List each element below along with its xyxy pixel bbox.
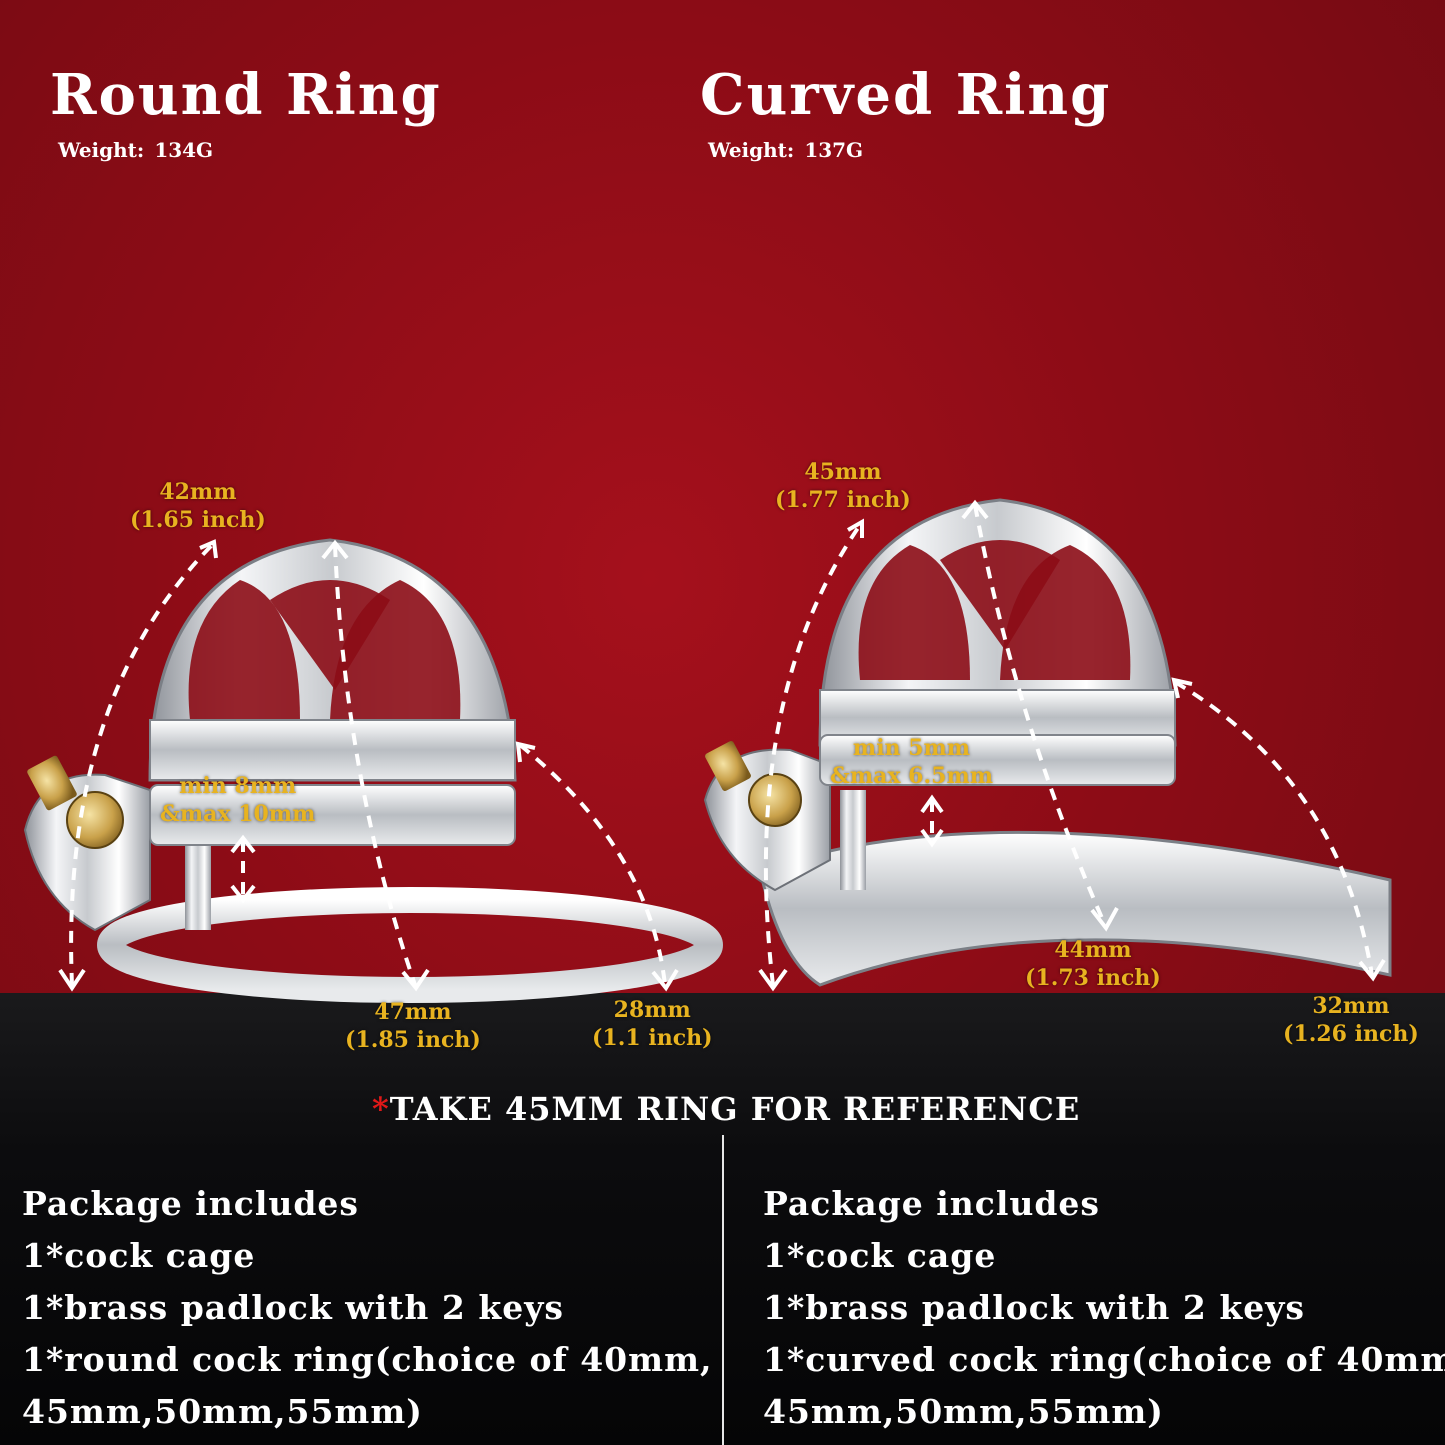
curved-ring-cage	[703, 498, 1392, 987]
curved-ring-title: Curved Ring	[700, 62, 1112, 128]
reference-text: TAKE 45MM RING FOR REFERENCE	[389, 1090, 1081, 1128]
dimension-arrows	[69, 504, 1374, 986]
package-heading: Package includes	[22, 1184, 360, 1223]
dimension-min: min 5mm	[852, 735, 971, 761]
package-item: 1*brass padlock with 2 keys	[22, 1288, 564, 1327]
package-list-round: Package includes 1*cock cage 1*brass pad…	[22, 1178, 712, 1438]
package-item: 45mm,50mm,55mm)	[22, 1392, 423, 1431]
package-item: 45mm,50mm,55mm)	[763, 1392, 1164, 1431]
dimension-mm: 32mm	[1312, 993, 1390, 1019]
dimension-inch: (1.77 inch)	[775, 487, 911, 513]
weight-value: 134G	[154, 138, 214, 162]
round-gap-dimension: min 8mm &max 10mm	[160, 772, 315, 828]
dimension-max: &max 10mm	[160, 801, 316, 827]
package-heading: Package includes	[763, 1184, 1101, 1223]
curved-ring-weight: Weight: 137G	[708, 138, 863, 162]
dimension-inch: (1.85 inch)	[345, 1027, 481, 1053]
dimension-mm: 47mm	[374, 999, 452, 1025]
round-top-dimension: 42mm (1.65 inch)	[130, 478, 266, 534]
package-list-curved: Package includes 1*cock cage 1*brass pad…	[763, 1178, 1445, 1438]
reference-note: *TAKE 45MM RING FOR REFERENCE	[372, 1090, 1080, 1128]
dimension-inch: (1.73 inch)	[1025, 965, 1161, 991]
round-length-dimension: 47mm (1.85 inch)	[345, 998, 481, 1054]
package-item: 1*round cock ring(choice of 40mm,	[22, 1340, 713, 1379]
round-ring-weight: Weight: 134G	[58, 138, 213, 162]
curved-length-dimension: 44mm (1.73 inch)	[1025, 936, 1161, 992]
dimension-mm: 28mm	[613, 997, 691, 1023]
dimension-min: min 8mm	[179, 773, 297, 799]
package-item: 1*cock cage	[22, 1236, 256, 1275]
package-item: 1*cock cage	[763, 1236, 997, 1275]
dimension-inch: (1.26 inch)	[1283, 1021, 1419, 1047]
column-divider	[722, 1135, 724, 1445]
package-item: 1*brass padlock with 2 keys	[763, 1288, 1305, 1327]
dimension-mm: 45mm	[804, 459, 882, 485]
weight-label: Weight:	[58, 138, 145, 162]
weight-value: 137G	[804, 138, 864, 162]
dimension-inch: (1.1 inch)	[592, 1025, 713, 1051]
dimension-inch: (1.65 inch)	[130, 507, 266, 533]
arrow-heads	[58, 499, 1386, 992]
asterisk: *	[372, 1090, 390, 1128]
round-ring-title: Round Ring	[50, 62, 442, 128]
round-ring-dimension: 28mm (1.1 inch)	[592, 996, 713, 1052]
weight-label: Weight:	[708, 138, 795, 162]
curved-ring-dimension: 32mm (1.26 inch)	[1283, 992, 1419, 1048]
curved-top-dimension: 45mm (1.77 inch)	[775, 458, 911, 514]
dimension-mm: 42mm	[159, 479, 237, 505]
dimension-mm: 44mm	[1054, 937, 1132, 963]
round-ring-cage	[23, 538, 723, 1003]
dimension-max: &max 6.5mm	[830, 763, 994, 789]
curved-gap-dimension: min 5mm &max 6.5mm	[830, 734, 993, 790]
package-item: 1*curved cock ring(choice of 40mm,	[763, 1340, 1445, 1379]
